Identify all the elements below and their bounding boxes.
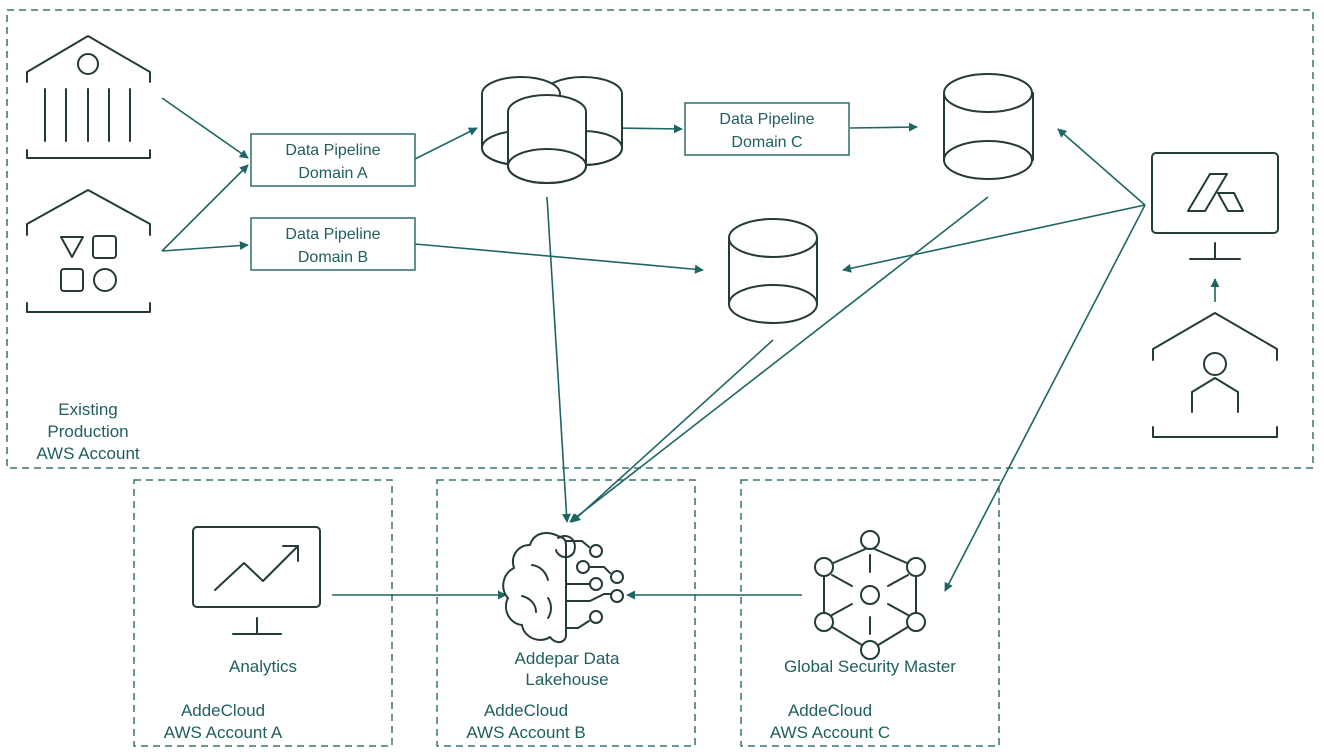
pipeline-domain-a-line-2: Domain A — [298, 165, 368, 182]
zone-account-c-label-line-1: AddeCloud — [788, 701, 872, 720]
pipeline-domain-a[interactable]: Data Pipeline Domain A — [250, 133, 416, 187]
flow-app-to-security-master — [944, 204, 1146, 592]
zone-production-label-line-2: Production — [47, 422, 128, 441]
zone-account-c-label-line-2: AWS Account C — [770, 723, 890, 742]
flow-shapes-to-pipeline-b — [161, 241, 249, 252]
flow-db-c-to-lakehouse — [569, 196, 989, 523]
brain-circuit-icon[interactable] — [502, 532, 624, 643]
zone-production-label-line-3: AWS Account — [36, 444, 140, 463]
database-c-icon[interactable] — [943, 73, 1034, 180]
lakehouse-label-line-2: Lakehouse — [525, 670, 608, 689]
bank-building-icon[interactable] — [26, 35, 151, 159]
pipeline-domain-c-line-1: Data Pipeline — [719, 111, 814, 128]
flow-pipeline-c-to-db-c — [849, 122, 918, 132]
zone-account-b: AddeCloud AWS Account B — [436, 479, 696, 747]
pipeline-domain-a-line-1: Data Pipeline — [285, 142, 380, 159]
flow-lines — [161, 97, 1220, 600]
flow-app-to-db-b — [842, 204, 1146, 273]
zone-account-a-label-line-1: AddeCloud — [181, 701, 265, 720]
zone-account-a: AddeCloud AWS Account A — [133, 479, 393, 747]
flow-multi-db-to-pipeline-c — [615, 124, 683, 134]
analytics-label: Analytics — [229, 657, 297, 676]
zone-existing-production: Existing Production AWS Account — [6, 9, 1314, 469]
zone-account-b-label-line-2: AWS Account B — [466, 723, 585, 742]
database-b-icon[interactable] — [728, 218, 818, 324]
zone-account-a-label-line-2: AWS Account A — [164, 723, 283, 742]
pipeline-domain-b[interactable]: Data Pipeline Domain B — [250, 217, 416, 271]
zone-account-c: AddeCloud AWS Account C — [740, 479, 1000, 747]
shapes-building-icon[interactable] — [26, 189, 151, 313]
flow-bank-to-pipeline-a — [161, 97, 249, 159]
pipeline-domain-b-line-1: Data Pipeline — [285, 226, 380, 243]
flow-pipeline-b-to-db-b — [414, 243, 704, 274]
flow-shapes-to-pipeline-a — [161, 164, 249, 252]
flow-app-to-db-c — [1057, 128, 1146, 206]
pipeline-domain-c-line-2: Domain C — [731, 134, 802, 151]
pipeline-domain-c[interactable]: Data Pipeline Domain C — [684, 102, 850, 156]
addepar-logo-monitor-icon[interactable] — [1151, 152, 1279, 260]
monitor-chart-icon[interactable] — [192, 526, 321, 635]
flow-pipeline-a-to-multi-db — [414, 127, 478, 160]
lakehouse-label-line-1: Addepar Data — [515, 649, 620, 668]
multi-database-icon[interactable] — [481, 76, 623, 184]
flow-db-b-to-lakehouse — [571, 339, 774, 523]
flow-multi-db-to-lakehouse — [546, 196, 571, 523]
zone-production-label-line-1: Existing — [58, 400, 118, 419]
pipeline-domain-b-line-2: Domain B — [298, 249, 368, 266]
user-building-icon[interactable] — [1152, 312, 1278, 438]
security-master-label: Global Security Master — [784, 657, 956, 676]
hexagon-network-icon[interactable] — [814, 530, 926, 660]
zone-account-b-label-line-1: AddeCloud — [484, 701, 568, 720]
